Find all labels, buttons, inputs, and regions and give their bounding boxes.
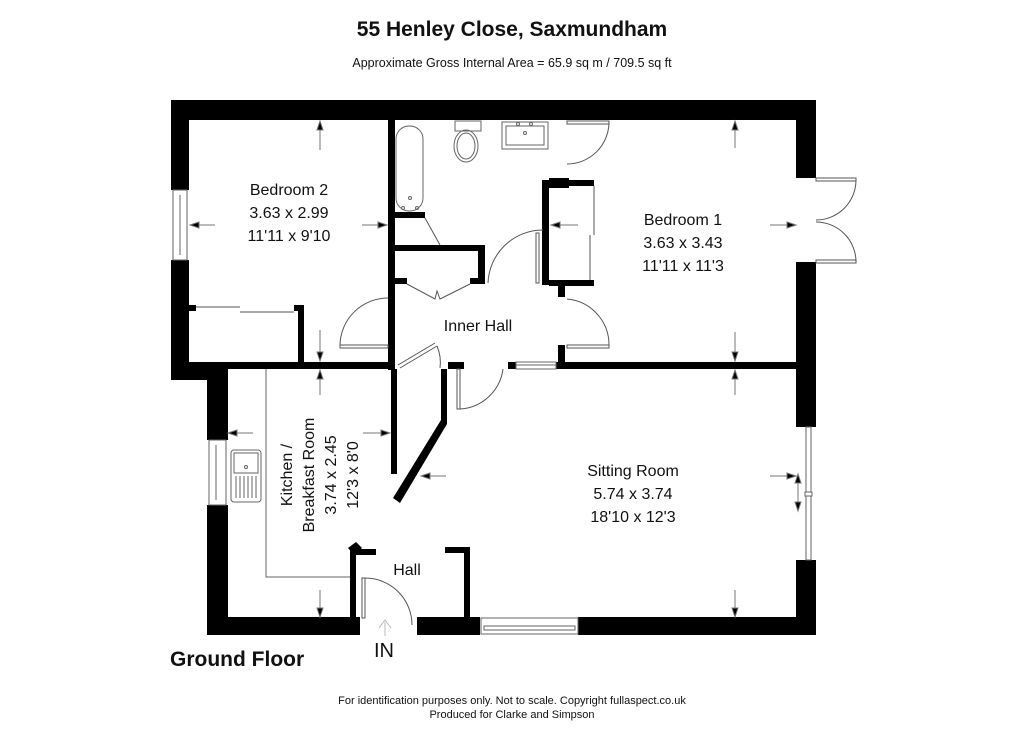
- toilet-cistern-icon: [454, 120, 482, 132]
- svg-text:Sitting Room: Sitting Room: [587, 463, 679, 480]
- footer-disclaimer: For identification purposes only. Not to…: [338, 695, 686, 707]
- svg-text:3.63 x 3.43: 3.63 x 3.43: [643, 235, 722, 252]
- svg-text:Bedroom 1: Bedroom 1: [644, 212, 722, 229]
- svg-text:3.74 x 2.45: 3.74 x 2.45: [323, 435, 340, 514]
- footer: For identification purposes only. Not to…: [0, 694, 1024, 722]
- entrance-label: IN: [374, 640, 394, 662]
- basin-icon: [501, 121, 549, 150]
- svg-text:Bedroom 2: Bedroom 2: [250, 182, 328, 199]
- svg-text:18'10 x 12'3: 18'10 x 12'3: [590, 509, 675, 526]
- property-title: 55 Henley Close, Saxmundham: [356, 18, 668, 41]
- dimension-arrows: [188, 119, 802, 619]
- svg-text:3.63 x 2.99: 3.63 x 2.99: [249, 205, 328, 222]
- footer-producer: Produced for Clarke and Simpson: [429, 709, 595, 721]
- svg-text:5.74 x 3.74: 5.74 x 3.74: [593, 486, 672, 503]
- kitchen-sink-icon: [230, 449, 262, 503]
- fixtures: [230, 120, 549, 578]
- svg-text:Breakfast Room: Breakfast Room: [301, 418, 318, 533]
- doors: [196, 120, 857, 626]
- svg-text:12'3 x 8'0: 12'3 x 8'0: [345, 441, 362, 509]
- area-subtitle: Approximate Gross Internal Area = 65.9 s…: [352, 56, 672, 70]
- room-sitting-room: Sitting Room 5.74 x 3.74 18'10 x 12'3: [587, 463, 679, 526]
- svg-text:Inner Hall: Inner Hall: [444, 318, 512, 335]
- svg-text:11'11 x 11'3: 11'11 x 11'3: [642, 258, 724, 275]
- room-bedroom-1: Bedroom 1 3.63 x 3.43 11'11 x 11'3: [642, 212, 724, 275]
- bath-icon: [395, 125, 424, 212]
- room-bedroom-2: Bedroom 2 3.63 x 2.99 11'11 x 9'10: [248, 182, 331, 245]
- svg-text:Kitchen /: Kitchen /: [279, 443, 296, 506]
- svg-text:Hall: Hall: [393, 562, 421, 579]
- svg-text:11'11 x 9'10: 11'11 x 9'10: [248, 228, 331, 245]
- room-kitchen: Kitchen / Breakfast Room 3.74 x 2.45 12'…: [279, 418, 362, 533]
- room-inner-hall: Inner Hall: [444, 318, 512, 335]
- toilet-icon: [453, 129, 479, 163]
- windows: [172, 189, 813, 635]
- floor-label: Ground Floor: [170, 648, 305, 671]
- entrance-arrow-icon: [378, 619, 392, 636]
- room-hall: Hall: [393, 562, 421, 579]
- walls: [171, 100, 816, 635]
